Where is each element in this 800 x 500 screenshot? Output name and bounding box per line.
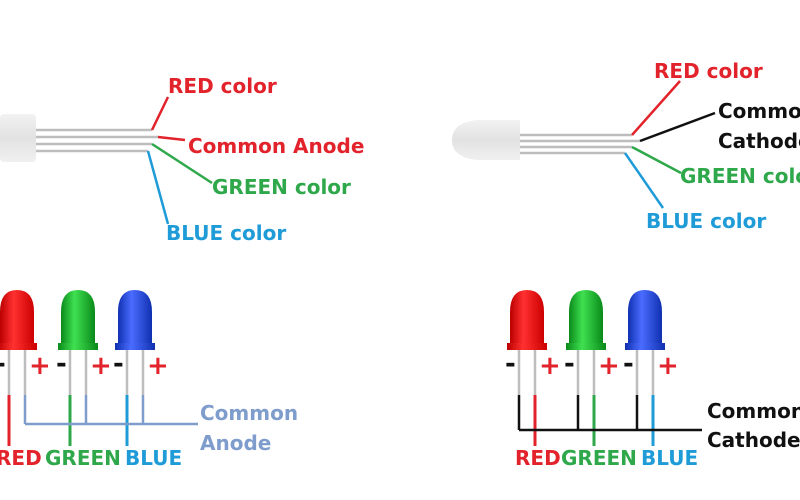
red-led-base [507,343,547,350]
blue-led-base [115,343,155,350]
green-minus-sign: - [564,349,575,379]
green-led-base [58,343,98,350]
green-led-dome [61,290,95,345]
red-plus-sign: + [29,351,51,381]
cathode-common-label-line1: Common [718,99,800,123]
blue-minus-sign: - [113,349,124,379]
cathode-wiring-common-line1: Common [707,399,800,423]
anode-red-label: RED color [168,74,277,98]
green-plus-sign: + [598,351,620,381]
blue-plus-sign: + [657,351,679,381]
cathode-blue-label: BLUE color [646,209,766,233]
cathode-wiring: -+-+-+ [505,290,702,446]
blue-plus-sign: + [147,351,169,381]
green-led-dome [569,290,603,345]
red-led-dome [510,290,544,345]
green-plus-sign: + [90,351,112,381]
anode-wiring-green-label: GREEN [45,446,121,470]
cathode-red-label: RED color [654,59,763,83]
anode-wiring: -+-+-+ [0,290,198,446]
cathode-common-label-line2: Cathode [718,129,800,153]
cathode-wiring-red-label: RED [515,446,561,470]
cathode-wiring-green-label: GREEN [561,446,637,470]
red-minus-sign: - [505,349,516,379]
anode-wiring-common-line2: Anode [200,431,271,455]
anode-blue-label: BLUE color [166,221,286,245]
cathode-wiring-common-line2: Cathode [707,428,800,452]
red-led-base [0,343,37,350]
anode-callouts [146,96,213,225]
anode-wiring-blue-label: BLUE [125,446,182,470]
green-led-base [566,343,606,350]
red-plus-sign: + [539,351,561,381]
cathode-callouts [623,80,716,209]
anode-wiring-red-label: RED [0,446,42,470]
cathode-green-label: GREEN color [680,164,800,188]
blue-minus-sign: - [623,349,634,379]
blue-led-base [625,343,665,350]
anode-green-label: GREEN color [212,175,351,199]
cathode-wiring-blue-label: BLUE [641,446,698,470]
green-minus-sign: - [56,349,67,379]
anode-common-label: Common Anode [188,134,364,158]
anode-wiring-common-line1: Common [200,401,298,425]
red-led-dome [0,290,34,345]
red-minus-sign: - [0,349,6,379]
anode-led-diffused [0,114,158,162]
blue-led-dome [628,290,662,345]
blue-led-dome [118,290,152,345]
cathode-led-diffused [452,120,640,160]
